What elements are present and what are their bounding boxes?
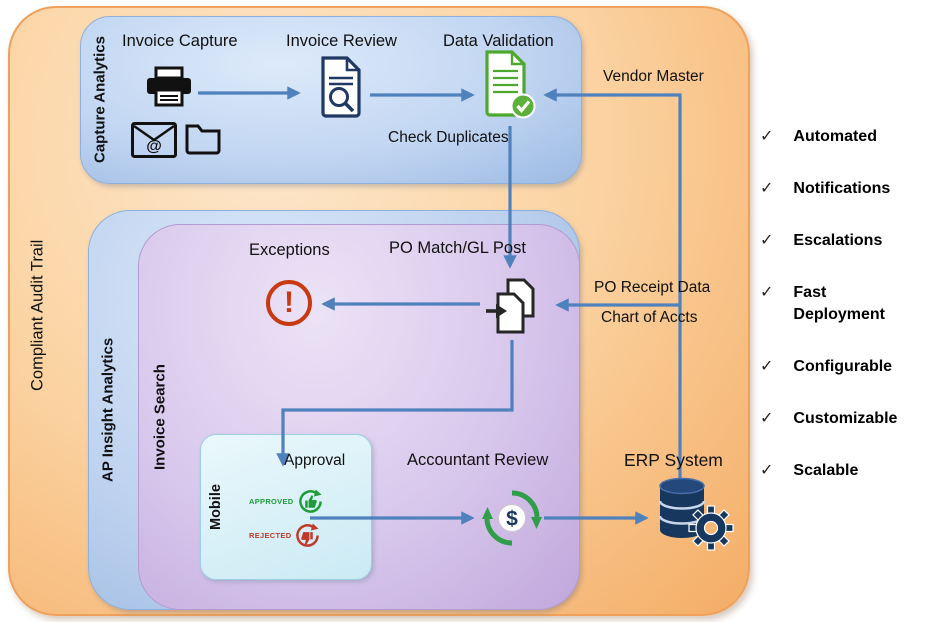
svg-text:@: @ — [146, 138, 162, 155]
approved-row: APPROVED — [249, 489, 323, 514]
exceptions-icon: ! — [266, 280, 312, 326]
checklist-item-label: Notifications — [793, 180, 891, 197]
checklist-item: ✓ Notifications — [760, 178, 926, 200]
erp-system-label: ERP System — [624, 450, 723, 470]
data-validation-doc-icon — [482, 50, 536, 120]
check-icon: ✓ — [760, 358, 774, 375]
arrow-erp-to-validation-vendor-master — [543, 88, 682, 478]
po-match-gl-post-label: PO Match/GL Post — [389, 239, 526, 257]
checklist-item: ✓ Customizable — [760, 408, 926, 430]
check-icon: ✓ — [760, 232, 774, 249]
data-validation-label: Data Validation — [443, 32, 554, 50]
approval-label: Approval — [284, 452, 346, 469]
invoice-review-label: Invoice Review — [286, 32, 397, 50]
checklist-item: ✓ Scalable — [760, 460, 926, 482]
invoice-review-doc-icon — [318, 56, 364, 118]
checklist-item: ✓ Fast Deployment — [760, 282, 926, 326]
rejected-row: REJECTED — [249, 523, 320, 548]
vendor-master-label: Vendor Master — [603, 68, 704, 85]
chart-of-accts-label: Chart of Accts — [601, 309, 698, 326]
checklist-item: ✓ Escalations — [760, 230, 926, 252]
ap-insight-analytics-label: AP Insight Analytics — [99, 337, 117, 483]
checklist-item-label: Escalations — [793, 232, 883, 249]
checklist-item-label: Automated — [793, 128, 877, 145]
checklist-item-label: Customizable — [793, 410, 898, 427]
check-icon: ✓ — [760, 128, 774, 145]
capture-analytics-label: Capture Analytics — [91, 36, 109, 164]
checklist-item-label: Scalable — [793, 462, 859, 479]
compliant-audit-trail-label: Compliant Audit Trail — [28, 239, 47, 391]
po-match-docs-icon — [486, 278, 542, 336]
check-duplicates-label: Check Duplicates — [388, 129, 509, 146]
checklist-item-label: Configurable — [793, 358, 893, 375]
arrow-pomatch-to-approval — [276, 340, 514, 467]
thumbs-up-icon — [298, 489, 323, 514]
accountant-review-label: Accountant Review — [407, 451, 549, 469]
checklist-item: ✓ Configurable — [760, 356, 926, 378]
mobile-label: Mobile — [208, 484, 224, 530]
approved-label: APPROVED — [249, 497, 294, 506]
check-icon: ✓ — [760, 410, 774, 427]
accountant-review-icon: $ — [482, 488, 542, 548]
thumbs-down-icon — [295, 523, 320, 548]
svg-text:$: $ — [506, 508, 518, 531]
check-icon: ✓ — [760, 462, 774, 479]
po-receipt-data-label: PO Receipt Data — [594, 279, 711, 296]
checklist-item: ✓ Automated — [760, 126, 926, 148]
email-icon: @ — [131, 122, 177, 158]
check-icon: ✓ — [760, 284, 774, 301]
folder-icon — [185, 121, 221, 155]
check-icon: ✓ — [760, 180, 774, 197]
invoice-capture-label: Invoice Capture — [122, 32, 238, 50]
feature-checklist: ✓ Automated ✓ Notifications ✓ Escalation… — [760, 126, 926, 482]
exclamation-glyph: ! — [284, 286, 294, 319]
printer-icon — [146, 66, 192, 108]
invoice-search-label: Invoice Search — [151, 364, 169, 470]
erp-gear-icon — [688, 505, 734, 551]
rejected-label: REJECTED — [249, 531, 292, 540]
checklist-item-label: Fast Deployment — [793, 284, 885, 323]
exceptions-label: Exceptions — [249, 241, 330, 259]
